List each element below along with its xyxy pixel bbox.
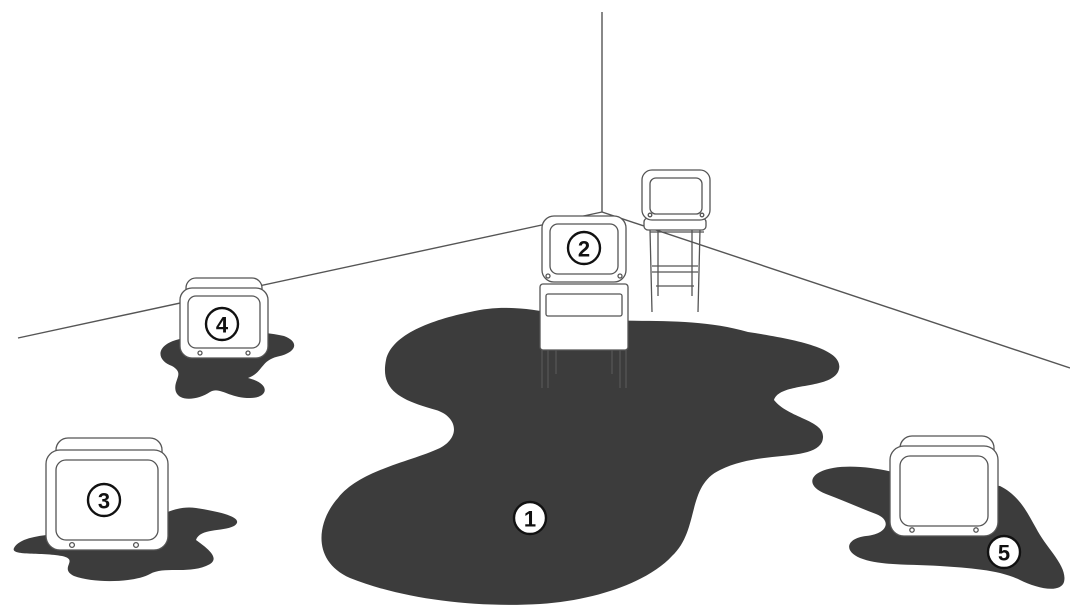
label-2-text: 2	[578, 237, 590, 262]
label-1-text: 1	[524, 507, 536, 532]
label-5: 5	[988, 536, 1020, 568]
tv-5	[890, 436, 998, 536]
label-4: 4	[206, 308, 238, 340]
label-1: 1	[514, 502, 546, 534]
puddle-1	[321, 308, 839, 605]
label-4-text: 4	[216, 313, 229, 338]
label-5-text: 5	[998, 541, 1010, 566]
label-3-text: 3	[98, 489, 110, 514]
label-2: 2	[568, 232, 600, 264]
chair-with-tv	[642, 170, 710, 312]
label-3: 3	[88, 484, 120, 516]
